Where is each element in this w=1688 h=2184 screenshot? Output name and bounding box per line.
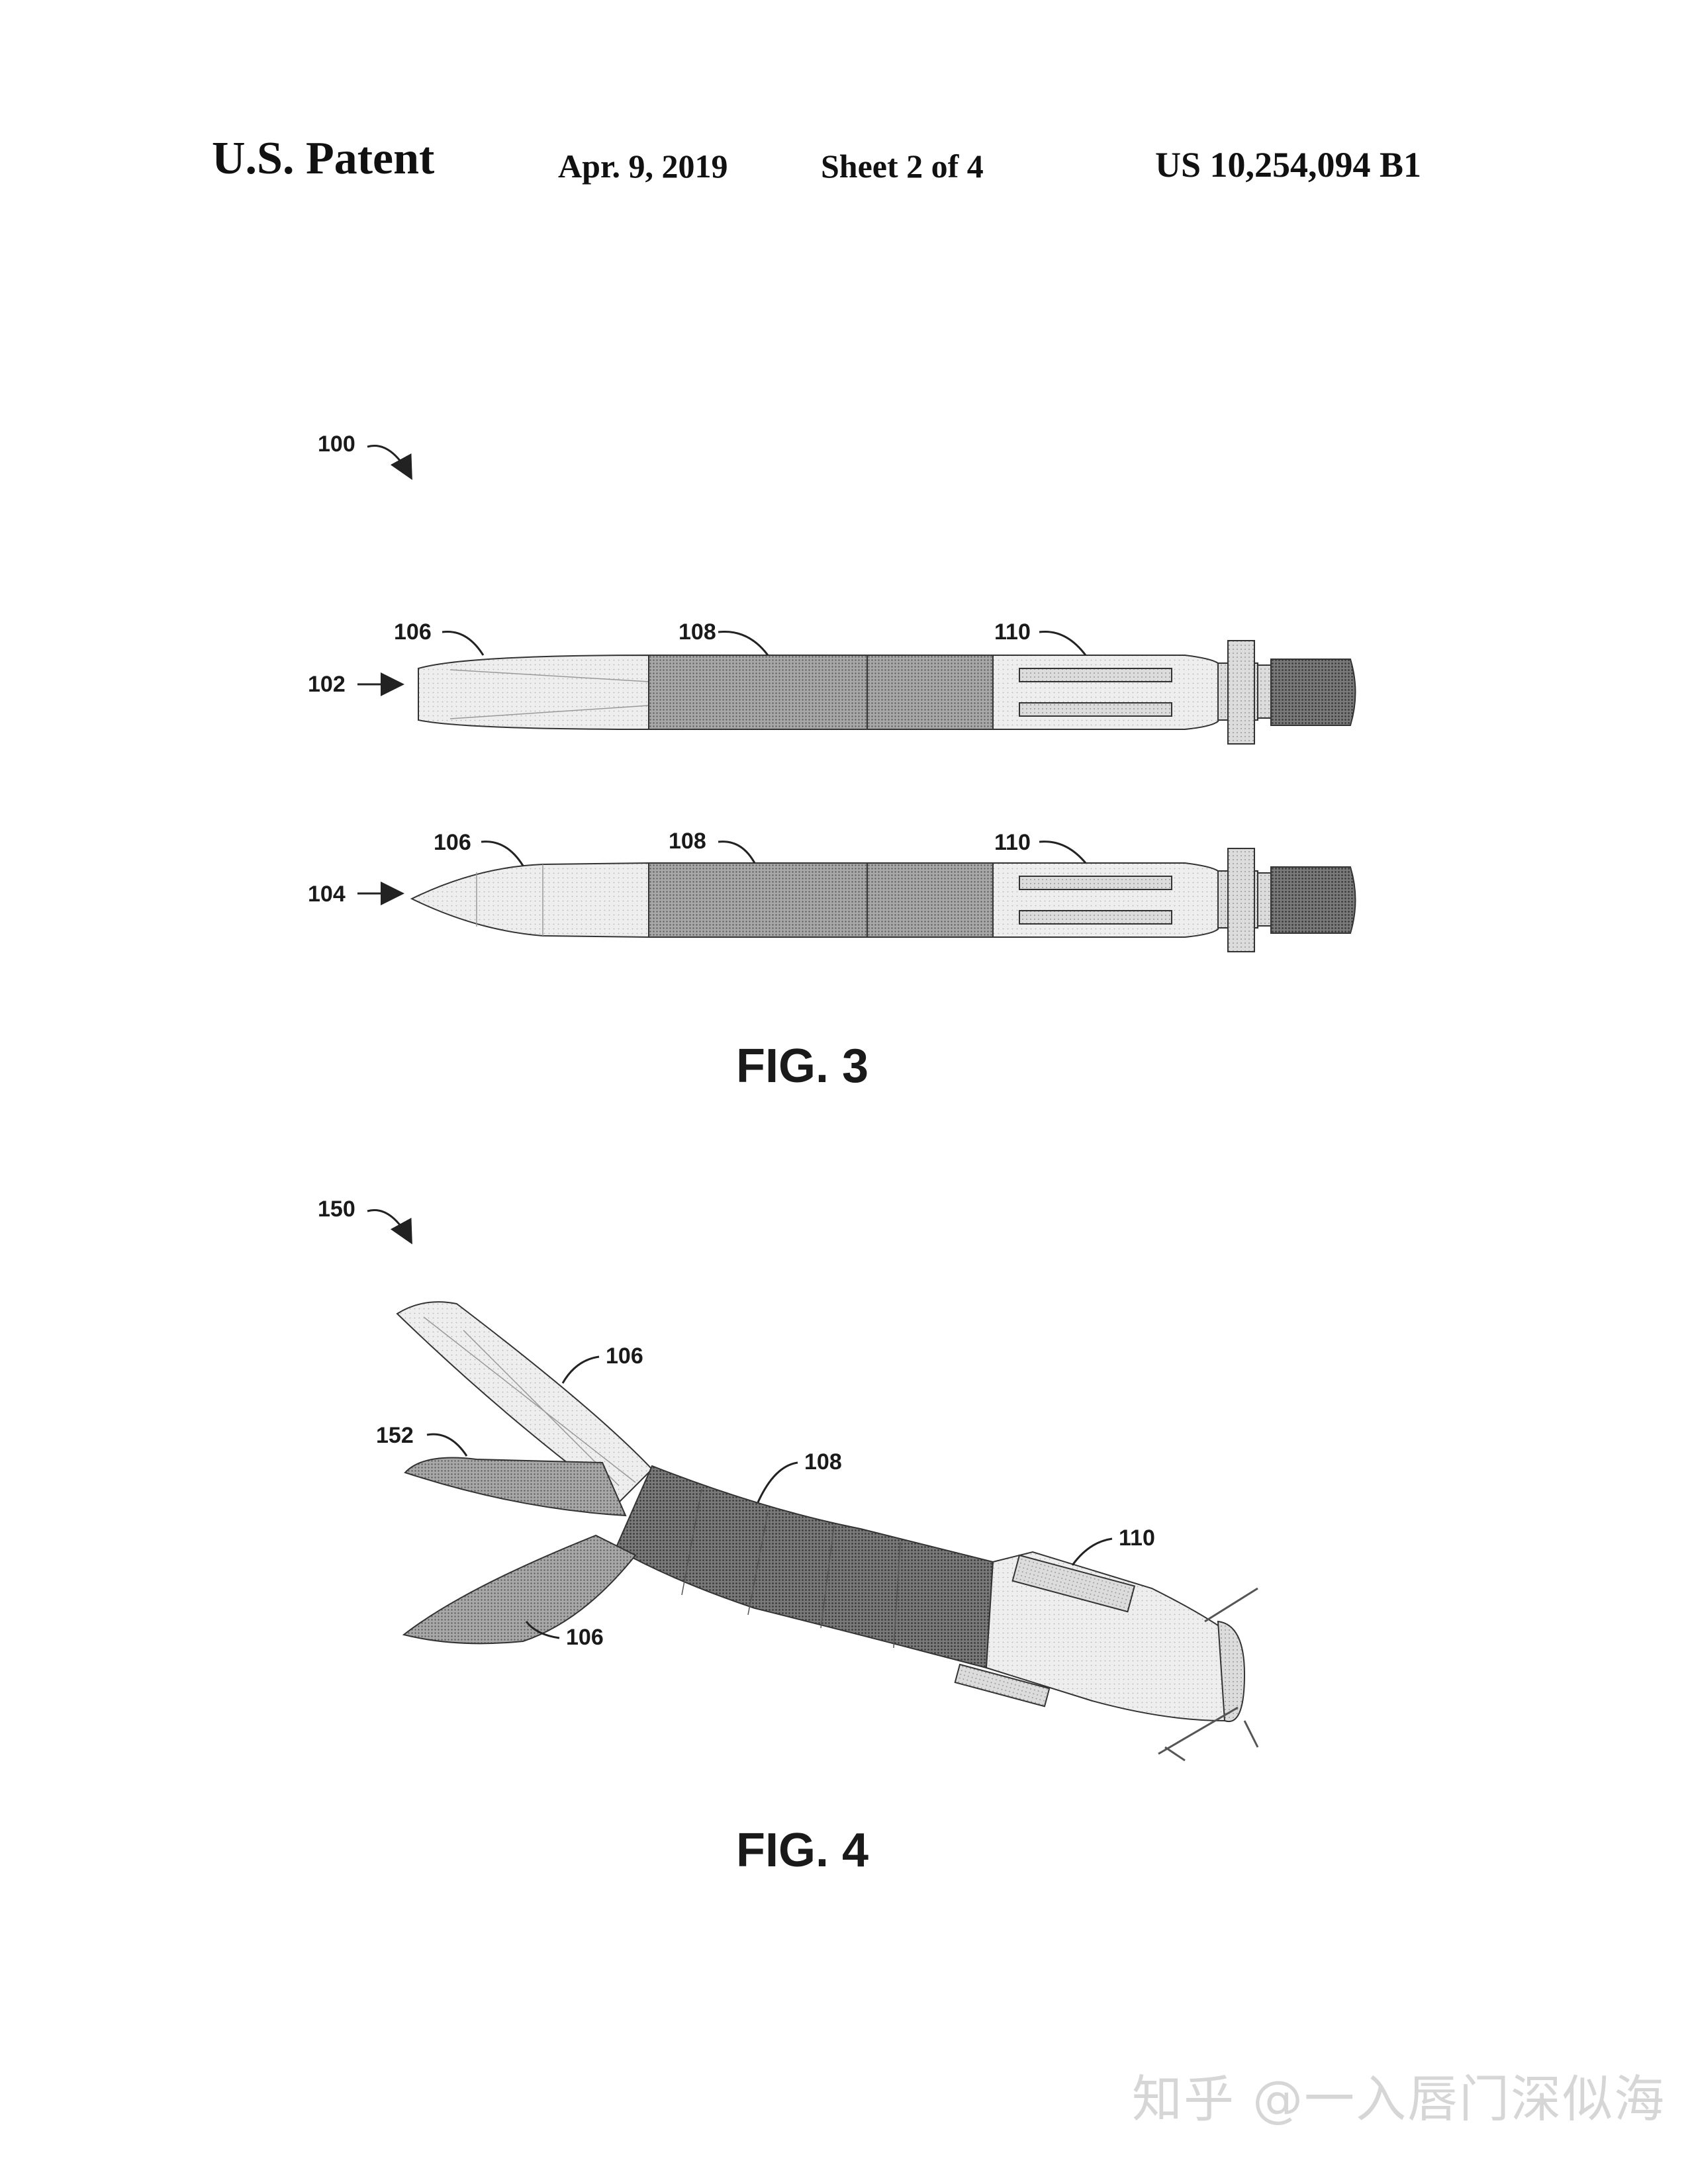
ref-110-top: 110 xyxy=(994,619,1031,645)
missile-150 xyxy=(396,1301,1259,1762)
ref-106-lower-fin: 106 xyxy=(566,1625,604,1650)
patent-number: US 10,254,094 B1 xyxy=(1155,145,1422,185)
patent-title: U.S. Patent xyxy=(212,133,435,184)
ref-106-top: 106 xyxy=(394,619,432,645)
ref-110-bottom: 110 xyxy=(994,830,1031,855)
ref-102: 102 xyxy=(308,672,346,697)
ref-106-upper-fin: 106 xyxy=(606,1343,643,1369)
fig4-leaders xyxy=(367,1209,1113,1639)
ref-108-top: 108 xyxy=(679,619,716,645)
ref-104: 104 xyxy=(308,882,346,907)
ref-108-bottom: 108 xyxy=(669,829,706,854)
missile-104 xyxy=(410,848,1356,952)
fig3-leaders xyxy=(357,445,1087,905)
ref-108-body: 108 xyxy=(804,1449,842,1475)
missile-102 xyxy=(418,640,1356,745)
ref-150: 150 xyxy=(318,1197,355,1222)
ref-106-bottom: 106 xyxy=(434,830,471,855)
fig3-caption: FIG. 3 xyxy=(736,1040,869,1093)
watermark: 知乎 @一入唇门深似海 xyxy=(1132,2070,1666,2128)
fig4-caption: FIG. 4 xyxy=(736,1824,869,1877)
sheet-number: Sheet 2 of 4 xyxy=(821,148,984,185)
ref-110-aft: 110 xyxy=(1119,1525,1155,1551)
ref-152: 152 xyxy=(376,1423,414,1448)
patent-date: Apr. 9, 2019 xyxy=(558,148,728,185)
ref-100: 100 xyxy=(318,432,355,457)
